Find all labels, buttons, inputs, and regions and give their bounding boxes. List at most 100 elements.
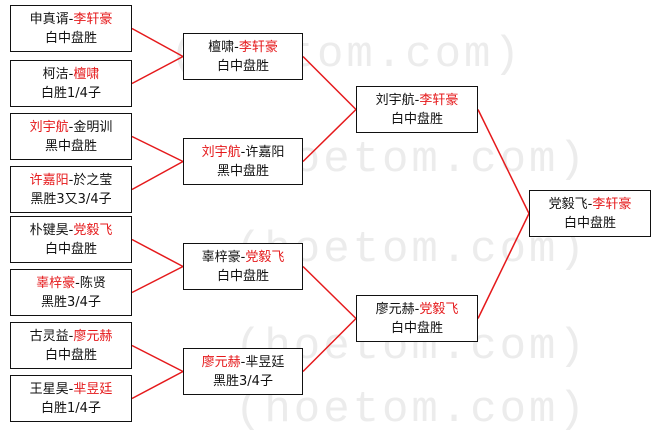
bracket-connector [477, 213, 530, 319]
player-name: 柯洁 [42, 66, 69, 82]
player-name: 辜梓豪 [201, 249, 241, 265]
match-result: 白胜1/4子 [41, 85, 101, 101]
match-players: 刘宇航-许嘉阳 [202, 143, 285, 162]
player-name: 檀啸 [73, 66, 100, 82]
match-result: 黑胜3/4子 [41, 294, 101, 310]
player-name: 许嘉阳 [245, 144, 285, 160]
match-box-round1-5: 朴键昊-党毅飞白中盘胜 [10, 216, 132, 263]
match-result: 黑胜3/4子 [213, 373, 273, 389]
player-name: 廖元赫 [73, 328, 113, 344]
bracket-connector [131, 265, 184, 294]
match-box-round2-2: 刘宇航-许嘉阳黑中盘胜 [183, 138, 303, 185]
match-result: 白中盘胜 [216, 268, 269, 284]
match-box-round2-3: 辜梓豪-党毅飞白中盘胜 [183, 243, 303, 290]
vs-separator: - [68, 11, 74, 27]
match-box-round1-6: 辜梓豪-陈贤黑胜3/4子 [10, 269, 132, 316]
bracket-connector [131, 238, 184, 268]
bracket-connector [302, 265, 357, 320]
match-players: 辜梓豪-陈贤 [36, 274, 106, 293]
player-name: 朴键昊 [29, 222, 69, 238]
match-result: 白中盘胜 [216, 58, 269, 74]
match-result: 黑胜3又3/4子 [30, 191, 112, 207]
vs-separator: - [240, 354, 246, 370]
player-name: 芈昱廷 [245, 354, 285, 370]
player-name: 李轩豪 [73, 11, 113, 27]
match-players: 王星昊-芈昱廷 [30, 380, 113, 399]
match-result: 白中盘胜 [44, 241, 97, 257]
match-box-round1-8: 王星昊-芈昱廷白胜1/4子 [10, 375, 132, 422]
match-box-round2-4: 廖元赫-芈昱廷黑胜3/4子 [183, 348, 303, 395]
bracket-connector [131, 370, 184, 400]
bracket-connector [302, 317, 357, 373]
player-name: 王星昊 [29, 381, 69, 397]
player-name: 廖元赫 [201, 354, 241, 370]
player-name: 於之莹 [73, 172, 113, 188]
match-players: 廖元赫-党毅飞 [376, 300, 459, 319]
bracket-connector [302, 55, 357, 111]
player-name: 李轩豪 [238, 39, 278, 55]
player-name: 党毅飞 [73, 222, 113, 238]
match-result: 白中盘胜 [44, 347, 97, 363]
match-players: 檀啸-李轩豪 [208, 38, 278, 57]
match-box-round1-1: 申真谞-李轩豪白中盘胜 [10, 5, 132, 52]
vs-separator: - [68, 172, 74, 188]
vs-separator: - [414, 301, 420, 317]
player-name: 刘宇航 [201, 144, 241, 160]
bracket-connector [131, 160, 184, 191]
bracket-connector [302, 108, 357, 163]
match-players: 辜梓豪-党毅飞 [202, 248, 285, 267]
match-box-round1-4: 许嘉阳-於之莹黑胜3又3/4子 [10, 166, 132, 213]
match-box-round1-3: 刘宇航-金明训黑中盘胜 [10, 113, 132, 160]
match-players: 许嘉阳-於之莹 [30, 171, 113, 190]
vs-separator: - [240, 249, 246, 265]
vs-separator: - [414, 92, 420, 108]
match-box-round3-2: 廖元赫-党毅飞白中盘胜 [356, 295, 478, 342]
player-name: 党毅飞 [548, 196, 588, 212]
player-name: 辜梓豪 [36, 275, 76, 291]
player-name: 李轩豪 [592, 196, 632, 212]
vs-separator: - [68, 328, 74, 344]
match-box-round3-1: 刘宇航-李轩豪白中盘胜 [356, 86, 478, 133]
bracket-connector [131, 135, 184, 163]
match-players: 古灵益-廖元赫 [30, 327, 113, 346]
vs-separator: - [587, 196, 593, 212]
match-result: 黑中盘胜 [44, 138, 97, 154]
bracket-connector [131, 55, 184, 85]
player-name: 党毅飞 [419, 301, 459, 317]
vs-separator: - [240, 144, 246, 160]
player-name: 金明训 [73, 119, 113, 135]
player-name: 廖元赫 [375, 301, 415, 317]
player-name: 古灵益 [29, 328, 69, 344]
match-players: 刘宇航-金明训 [30, 118, 113, 137]
match-box-round1-7: 古灵益-廖元赫白中盘胜 [10, 322, 132, 369]
player-name: 刘宇航 [375, 92, 415, 108]
match-result: 白中盘胜 [390, 111, 443, 127]
vs-separator: - [68, 119, 74, 135]
match-players: 柯洁-檀啸 [43, 65, 100, 84]
bracket-connector [131, 344, 184, 373]
match-players: 申真谞-李轩豪 [30, 10, 113, 29]
vs-separator: - [75, 275, 80, 291]
player-name: 刘宇航 [29, 119, 69, 135]
bracket-connector [131, 27, 184, 58]
player-name: 许嘉阳 [29, 172, 69, 188]
player-name: 党毅飞 [245, 249, 285, 265]
vs-separator: - [68, 381, 74, 397]
player-name: 檀啸 [208, 39, 235, 55]
match-box-final-1: 党毅飞-李轩豪白中盘胜 [529, 190, 651, 237]
match-result: 黑中盘胜 [216, 163, 269, 179]
vs-separator: - [68, 66, 74, 82]
bracket-connector [477, 109, 530, 214]
match-players: 党毅飞-李轩豪 [549, 195, 632, 214]
player-name: 芈昱廷 [73, 381, 113, 397]
player-name: 李轩豪 [419, 92, 459, 108]
vs-separator: - [68, 222, 74, 238]
vs-separator: - [234, 39, 239, 55]
match-box-round1-2: 柯洁-檀啸白胜1/4子 [10, 60, 132, 107]
match-result: 白中盘胜 [390, 320, 443, 336]
match-players: 廖元赫-芈昱廷 [202, 353, 285, 372]
match-box-round2-1: 檀啸-李轩豪白中盘胜 [183, 33, 303, 80]
match-players: 刘宇航-李轩豪 [376, 91, 459, 110]
